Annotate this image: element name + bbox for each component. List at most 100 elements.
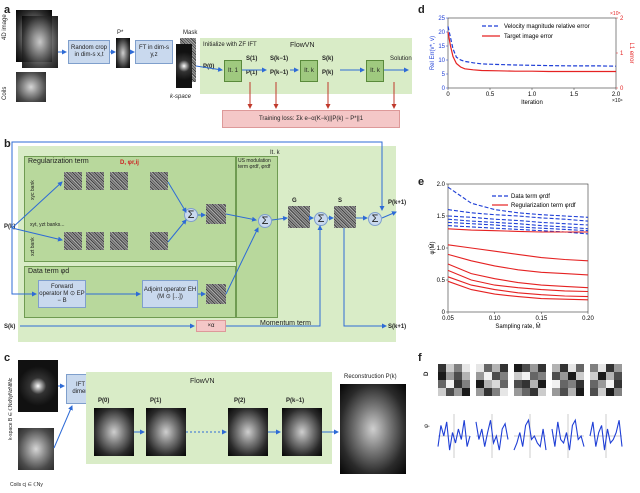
kernel-cell: [514, 388, 522, 396]
g-image: [288, 206, 310, 228]
c-p1-label: P(1): [150, 398, 162, 404]
arrow-b-reg-bot: [11, 227, 63, 242]
kernel-cell: [462, 372, 470, 380]
chart-e-series-line: [447, 263, 589, 289]
kernel-cell: [560, 388, 568, 396]
kernel-cell: [560, 372, 568, 380]
pk1-output-label: P(k+1): [388, 200, 407, 206]
c-pk1-image: [282, 408, 322, 456]
chart-d-ytick-label: 25: [438, 16, 445, 22]
chart-d-series-line: [447, 31, 616, 73]
kernel-cell: [446, 364, 454, 372]
kernel-cell: [598, 372, 606, 380]
chart-d-ytick-right-label: 0: [620, 86, 624, 92]
c-p2-image: [228, 408, 268, 456]
kernel-cell: [576, 372, 584, 380]
kernel-cell: [476, 372, 484, 380]
kernel-cell: [484, 364, 492, 372]
kernel-cell: [530, 380, 538, 388]
kernel-cell: [446, 372, 454, 380]
regularization-label: Regularization term: [28, 158, 89, 165]
kernel-cell: [500, 372, 508, 380]
sum-node-out: Σ: [368, 212, 382, 226]
sum-node-g: Σ: [314, 212, 328, 226]
chart-d-ytick-label: 5: [442, 72, 446, 78]
kernel-cell: [484, 380, 492, 388]
kspace-label: k-space: [170, 94, 192, 100]
kernel-cell: [560, 364, 568, 372]
kernel-cell: [590, 380, 598, 388]
chart-d-ytick-label: 15: [438, 44, 445, 50]
recon-image: [340, 384, 406, 474]
kernel-cell: [614, 372, 622, 380]
init-label: Initialize with ZF IFT: [203, 42, 257, 48]
chart-d-ytick-label: 0: [442, 86, 446, 92]
panel-e-letter: e: [418, 176, 425, 188]
kernel-cell: [492, 380, 500, 388]
kernel-cell: [454, 372, 462, 380]
arrow-b-data-us: [225, 227, 259, 295]
kernel-cell: [538, 380, 546, 388]
kernel-cell: [606, 372, 614, 380]
kernel-cell: [590, 372, 598, 380]
kernel-cell: [462, 388, 470, 396]
mask-label: Mask: [183, 30, 198, 36]
chart-e-xtick-label: 0.05: [442, 316, 454, 322]
chart-e-series-line: [447, 253, 589, 276]
regularization-box: [24, 156, 236, 262]
p-star-label: P*: [117, 30, 124, 36]
kernel-cell: [476, 388, 484, 396]
kernel-cell: [598, 380, 606, 388]
recon-label: Reconstruction P(k): [344, 374, 397, 380]
arrow-c-coils: [53, 405, 73, 449]
s-image: [334, 206, 356, 228]
it1-block: It. 1: [224, 60, 242, 82]
ft-box: FT in dim-s y,z: [135, 40, 173, 64]
kernel-cell: [538, 372, 546, 380]
kernel-cell: [492, 364, 500, 372]
panel-a-letter: a: [4, 4, 11, 16]
kernel-cell: [500, 388, 508, 396]
training-loss-box: Training loss: Σk e−α(K−k)||P(k) − P*||1: [222, 110, 400, 128]
kernel-cell: [492, 388, 500, 396]
arrow-b-out: [381, 211, 397, 219]
chart-d-xlabel: Iteration: [521, 100, 543, 106]
kernel-cell: [530, 364, 538, 372]
4d-image-thumbnail-stack: [22, 16, 58, 68]
panel-f-letter: f: [418, 352, 422, 364]
c-p2-label: P(2): [234, 398, 246, 404]
chart-e-series-line: [447, 244, 589, 262]
c-coils-label: Coils cj ∈ ℂNy: [10, 482, 43, 488]
kernel-cell: [568, 364, 576, 372]
chart-e-series-line: [447, 276, 589, 298]
chart-e-series-line: [447, 209, 589, 222]
sk1-output-label: S(k+1): [388, 324, 407, 330]
p0-label-a: P(0): [203, 64, 215, 70]
c-p1-image: [146, 408, 186, 456]
kernel-cell: [462, 380, 470, 388]
kernel-cell: [446, 388, 454, 396]
chart-e-legend-label: Regularization term φrdf: [511, 203, 576, 209]
itk-block: It. k: [300, 60, 318, 82]
kernel-cell: [438, 364, 446, 372]
kernel-cell: [598, 388, 606, 396]
kernel-cell: [514, 380, 522, 388]
chart-d-y-exponent: ×10⁵: [610, 11, 621, 17]
chart-e-ytick-label: 1.0: [437, 246, 446, 252]
s-label: S: [338, 198, 343, 204]
phi-curve: [551, 418, 585, 451]
chart-e-series-line: [447, 215, 589, 226]
panel-f-kernels: [437, 364, 623, 458]
kernel-cell: [522, 380, 530, 388]
reg-filter-6: [86, 232, 104, 250]
xyt-bank-label: xyt, yzt banks...: [30, 222, 65, 228]
chart-e-ytick-label: 0: [442, 310, 446, 316]
kernel-cell: [438, 388, 446, 396]
chart-e-series-line: [447, 280, 589, 301]
chart-e-xtick-label: 0.15: [535, 316, 547, 322]
chart-d-xtick-label: 1.0: [528, 92, 537, 98]
c-coils-image: [18, 428, 54, 470]
kernel-cell: [576, 380, 584, 388]
